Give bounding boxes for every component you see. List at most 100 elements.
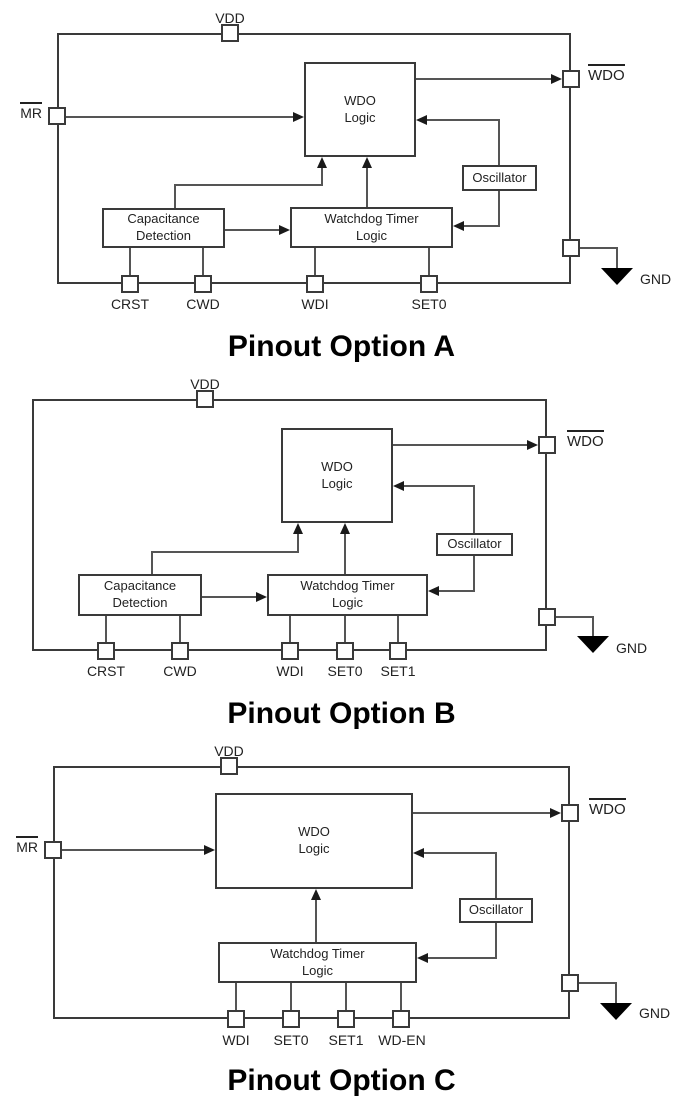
wire-oscillator-to-watchdog [464, 225, 500, 227]
capacitance-detection-label: Capacitance Detection [127, 211, 200, 243]
wire-capdet-riser [151, 551, 299, 553]
arrowhead-icon [362, 157, 372, 168]
cwd-pin [194, 275, 212, 293]
wire-gnd [615, 982, 617, 1004]
cwd-pin [171, 642, 189, 660]
wdo-logic-label: WDO Logic [298, 824, 330, 856]
diagram-title: Pinout Option B [227, 697, 456, 730]
wd-en-pin [392, 1010, 410, 1028]
arrowhead-icon [279, 225, 290, 235]
watchdog-timer-block: Watchdog Timer Logic [290, 207, 453, 248]
wire-pin-connector [202, 247, 204, 276]
arrowhead-icon [293, 112, 304, 122]
set0-pin [282, 1010, 300, 1028]
wire-gnd [556, 616, 594, 618]
mr-pin-label: MR [2, 836, 38, 855]
gnd-pin-label: GND [639, 1005, 671, 1021]
arrowhead-icon [204, 845, 215, 855]
wire-pin-connector [314, 247, 316, 276]
cwd-pin-label: CWD [163, 663, 197, 679]
mr-pin-label: MR [6, 102, 42, 121]
wdo-pin-label: WDO [589, 798, 639, 818]
wire-watchdog-to-wdo-logic [315, 899, 317, 943]
wire-wdo-logic-to-wdo-pin [413, 812, 550, 814]
arrowhead-icon [293, 523, 303, 534]
vdd-pin [221, 24, 239, 42]
wire-gnd [579, 982, 617, 984]
vdd-pin [220, 757, 238, 775]
watchdog-timer-label: Watchdog Timer Logic [300, 578, 395, 610]
wire-wdo-logic-to-wdo-pin [416, 78, 552, 80]
wire-pin-connector [344, 615, 346, 643]
wire-watchdog-to-wdo-logic [366, 167, 368, 208]
wire-capdet-riser [174, 184, 176, 209]
wdi-pin-label: WDI [301, 296, 329, 312]
wdo-logic-block: WDO Logic [215, 793, 413, 889]
oscillator-label: Oscillator [472, 169, 527, 185]
capacitance-detection-label: Capacitance Detection [103, 578, 177, 610]
wdo-pin [538, 436, 556, 454]
wire-mr-to-wdo-logic [66, 116, 294, 118]
arrowhead-icon [428, 586, 439, 596]
ground-symbol-icon [601, 268, 633, 285]
mr-pin [48, 107, 66, 125]
arrowhead-icon [417, 953, 428, 963]
crst-pin-label: CRST [86, 663, 126, 679]
arrowhead-icon [550, 808, 561, 818]
wdo-pin-label: WDO [567, 430, 617, 450]
watchdog-timer-label: Watchdog Timer Logic [324, 210, 419, 243]
wire-capdet-riser [174, 184, 323, 186]
mr-pin [44, 841, 62, 859]
oscillator-block: Oscillator [459, 898, 533, 923]
diagram-title: Pinout Option C [227, 1064, 456, 1097]
arrowhead-icon [311, 889, 321, 900]
wire-watchdog-to-wdo-logic [344, 533, 346, 575]
wd-en-pin-label: WD-EN [378, 1032, 426, 1048]
vdd-pin-label: VDD [215, 10, 245, 26]
ground-symbol-icon [600, 1003, 632, 1020]
set0-pin-label: SET0 [411, 296, 447, 312]
wire-pin-connector [179, 615, 181, 643]
arrowhead-icon [416, 115, 427, 125]
wdi-pin-label: WDI [276, 663, 304, 679]
wire-capdet-to-watchdog [225, 229, 279, 231]
wire-capdet-to-watchdog [202, 596, 256, 598]
wdo-logic-label: WDO Logic [344, 92, 376, 125]
vdd-pin-label: VDD [214, 743, 244, 759]
wire-pin-connector [345, 982, 347, 1011]
wire-oscillator-to-watchdog [428, 957, 496, 959]
arrowhead-icon [393, 481, 404, 491]
wire-pin-connector [397, 615, 399, 643]
wire-gnd [580, 247, 618, 249]
wdo-logic-block: WDO Logic [304, 62, 416, 157]
wire-capdet-riser [321, 167, 323, 186]
set1-pin-label: SET1 [380, 663, 416, 679]
wire-pin-connector [129, 247, 131, 276]
wire-oscillator-to-wdo-logic [404, 485, 475, 487]
arrowhead-icon [453, 221, 464, 231]
wire-pin-connector [290, 982, 292, 1011]
arrowhead-icon [551, 74, 562, 84]
oscillator-label: Oscillator [447, 536, 502, 552]
oscillator-label: Oscillator [468, 902, 524, 918]
gnd-pin [538, 608, 556, 626]
watchdog-timer-label: Watchdog Timer Logic [270, 945, 365, 978]
arrowhead-icon [256, 592, 267, 602]
wire-wdo-logic-to-wdo-pin [393, 444, 527, 446]
crst-pin [121, 275, 139, 293]
gnd-pin-label: GND [640, 271, 672, 287]
wire-oscillator-to-wdo-logic [424, 852, 496, 854]
wdi-pin [227, 1010, 245, 1028]
capacitance-detection-block: Capacitance Detection [78, 574, 202, 616]
vdd-pin-label: VDD [190, 376, 220, 392]
wire-mr-to-wdo-logic [62, 849, 204, 851]
wdo-pin [561, 804, 579, 822]
cwd-pin-label: CWD [186, 296, 220, 312]
wire-capdet-riser [297, 533, 299, 553]
wdi-pin [306, 275, 324, 293]
wire-capdet-riser [151, 551, 153, 575]
arrowhead-icon [413, 848, 424, 858]
gnd-pin [562, 239, 580, 257]
wdi-pin [281, 642, 299, 660]
arrowhead-icon [527, 440, 538, 450]
